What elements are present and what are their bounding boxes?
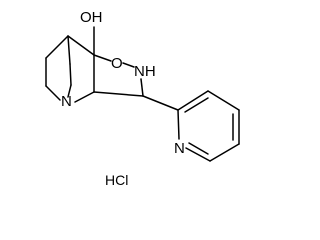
bond-c7a-o — [93, 54, 112, 62]
isoxazole-nh-label: NH — [134, 63, 156, 80]
pyridine-nitrogen-label: N — [174, 140, 185, 157]
bond-pyc6-pyn — [185, 147, 211, 162]
bond-pyc3-pyc4 — [207, 90, 240, 111]
bond-c5-n1 — [45, 85, 61, 101]
chemical-structure: OH O NH N N HCl — [45, 9, 240, 188]
bond-c7a-c7 — [67, 35, 95, 56]
bond-c3-pyc2 — [142, 95, 179, 111]
bond-c9-n1 — [67, 84, 72, 98]
bond-double-c2c3 — [184, 97, 209, 113]
hcl-salt-label: HCl — [105, 172, 128, 188]
isoxazole-oxygen-label: O — [111, 55, 123, 72]
bond-double-c6n — [188, 142, 209, 155]
pyridine-ring — [142, 90, 240, 162]
bond-o-n — [122, 62, 135, 68]
bond-c7-c6 — [45, 35, 69, 59]
bond-c3-c3a — [93, 91, 144, 97]
bond-pyc2-pyc3 — [177, 90, 209, 111]
isoxazolidine-ring — [93, 26, 144, 97]
bicyclic-cage — [45, 35, 95, 103]
bond-c7-c8 — [67, 35, 71, 65]
bond-pyc5-pyc6 — [209, 143, 240, 162]
bridgehead-nitrogen-label: N — [61, 93, 72, 110]
structure-canvas: OH O NH N N HCl — [45, 9, 240, 188]
bond-pyn-pyc2 — [177, 109, 180, 140]
hydroxyl-label: OH — [80, 9, 103, 26]
bond-n-c3 — [140, 78, 144, 97]
bond-c8-c9 — [69, 63, 72, 86]
bond-n1-c3a — [74, 91, 95, 103]
